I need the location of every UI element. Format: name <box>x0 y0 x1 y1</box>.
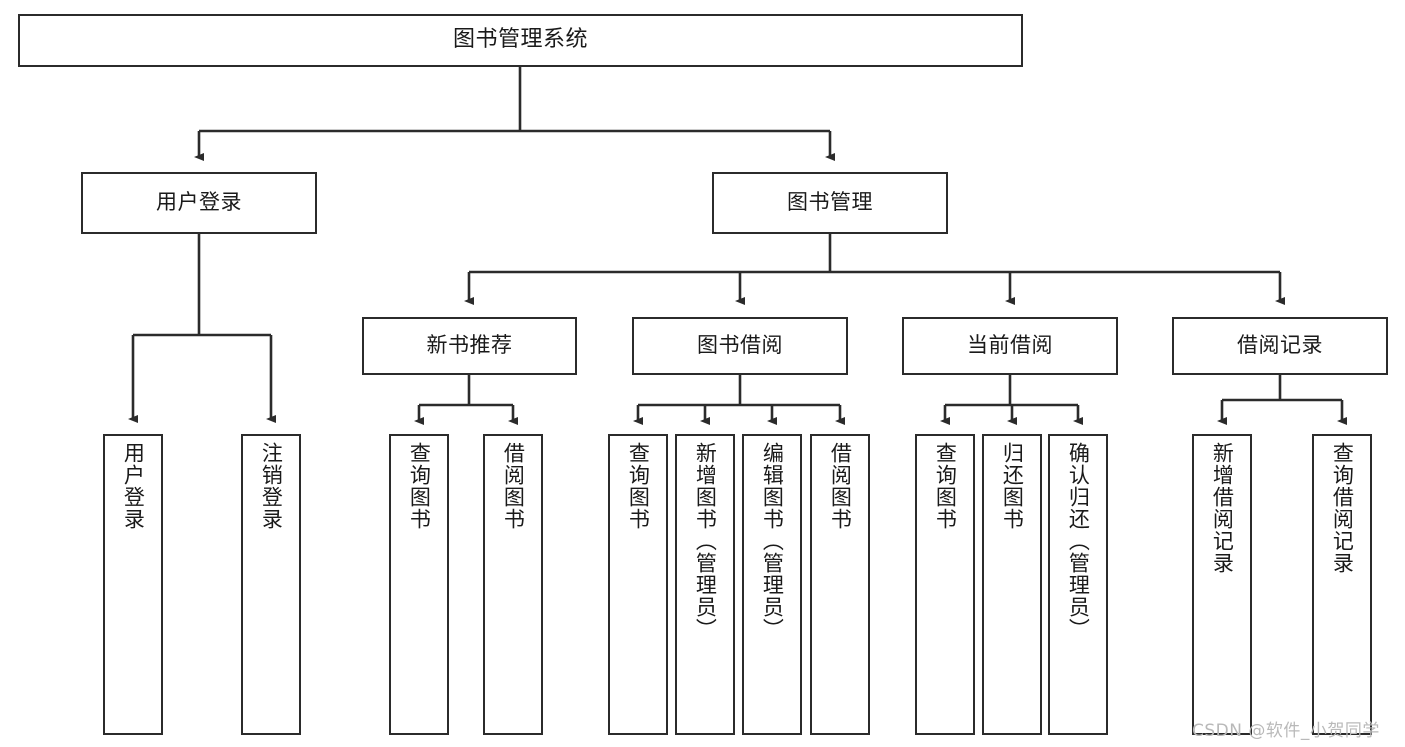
node-label: 借阅图书 <box>828 442 853 530</box>
node-label: 查询借阅记录 <box>1330 442 1355 574</box>
node-label: 图书管理系统 <box>452 27 588 53</box>
node-label: 查询图书 <box>407 442 432 530</box>
leaf-query-book-3[interactable]: 查询图书 <box>915 434 975 735</box>
leaf-add-book[interactable]: 新增图书（管理员） <box>675 434 735 735</box>
node-label: 新增借阅记录 <box>1210 442 1235 574</box>
node-borrow-record[interactable]: 借阅记录 <box>1172 317 1388 375</box>
node-label: 图书借阅 <box>697 333 783 358</box>
node-label: 编辑图书（管理员） <box>760 442 785 640</box>
node-user-login[interactable]: 用户登录 <box>81 172 317 234</box>
node-label: 当前借阅 <box>967 333 1053 358</box>
leaf-return-book[interactable]: 归还图书 <box>982 434 1042 735</box>
csdn-watermark: CSDN @软件_小贺同学 <box>1192 721 1380 741</box>
node-label: 确认归还（管理员） <box>1066 442 1091 640</box>
node-label: 借阅记录 <box>1237 333 1323 358</box>
node-root-system[interactable]: 图书管理系统 <box>18 14 1023 67</box>
node-book-borrow[interactable]: 图书借阅 <box>632 317 848 375</box>
leaf-borrow-book-1[interactable]: 借阅图书 <box>483 434 543 735</box>
node-label: 注销登录 <box>259 442 284 530</box>
node-label: 用户登录 <box>121 442 146 530</box>
leaf-confirm-return[interactable]: 确认归还（管理员） <box>1048 434 1108 735</box>
leaf-logout-login[interactable]: 注销登录 <box>241 434 301 735</box>
node-label: 图书管理 <box>787 190 873 215</box>
leaf-user-login[interactable]: 用户登录 <box>103 434 163 735</box>
node-label: 归还图书 <box>1000 442 1025 530</box>
node-label: 借阅图书 <box>501 442 526 530</box>
leaf-query-book-2[interactable]: 查询图书 <box>608 434 668 735</box>
leaf-query-book-1[interactable]: 查询图书 <box>389 434 449 735</box>
leaf-add-record[interactable]: 新增借阅记录 <box>1192 434 1252 735</box>
node-book-manage[interactable]: 图书管理 <box>712 172 948 234</box>
node-label: 查询图书 <box>933 442 958 530</box>
node-current-borrow[interactable]: 当前借阅 <box>902 317 1118 375</box>
node-label: 用户登录 <box>156 190 242 215</box>
node-label: 新书推荐 <box>426 333 513 358</box>
leaf-borrow-book-2[interactable]: 借阅图书 <box>810 434 870 735</box>
node-label: 新增图书（管理员） <box>693 442 718 640</box>
leaf-edit-book[interactable]: 编辑图书（管理员） <box>742 434 802 735</box>
node-new-book-recommend[interactable]: 新书推荐 <box>362 317 577 375</box>
node-label: 查询图书 <box>626 442 651 530</box>
leaf-query-record[interactable]: 查询借阅记录 <box>1312 434 1372 735</box>
